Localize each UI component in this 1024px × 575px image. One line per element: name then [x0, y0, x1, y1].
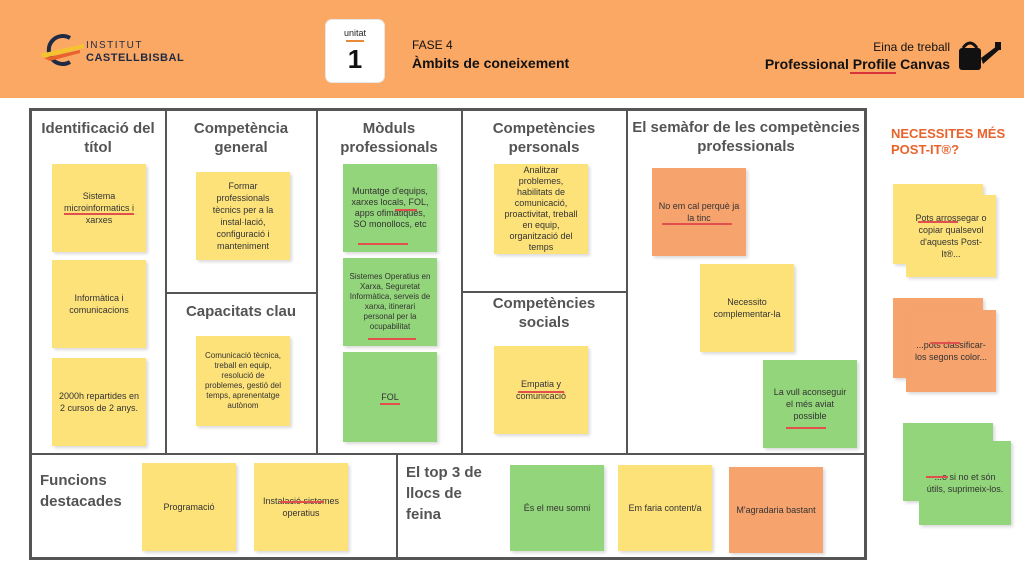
divider — [462, 291, 627, 293]
sticky-note[interactable]: FOL — [343, 352, 437, 442]
sticky-note-orange[interactable]: No em cal perquè ja la tinc — [652, 168, 746, 256]
spell-underline — [395, 209, 417, 211]
section-competencies-personals-title: Competències personals — [492, 120, 596, 156]
spell-underline — [850, 72, 896, 74]
sticky-note-green[interactable]: És el meu somni — [510, 465, 604, 551]
spell-underline — [786, 427, 826, 429]
divider — [32, 453, 864, 455]
section-identificacio-title: Identificació del títol — [41, 120, 155, 156]
spell-underline — [518, 391, 564, 393]
unit-label: unitat — [343, 28, 367, 38]
divider — [316, 111, 318, 454]
sticky-note[interactable]: Informàtica i comunicacions — [52, 260, 146, 348]
sticky-note-orange[interactable]: ...pots classificar-los segons color... — [906, 310, 996, 392]
section-capacitats-clau-title: Capacitats clau — [185, 303, 297, 320]
fase-label: FASE 4 — [412, 38, 453, 52]
divider — [166, 292, 317, 294]
spell-underline — [64, 213, 134, 215]
sticky-note-orange[interactable]: M'agradaria bastant — [729, 467, 823, 553]
page-title: Àmbits de coneixement — [412, 55, 570, 71]
sticky-note[interactable]: Empatia y comunicació — [494, 346, 588, 434]
sticky-note-green[interactable]: La vull aconseguir el més aviat possible — [763, 360, 857, 448]
divider — [626, 111, 628, 454]
sticky-note-yellow[interactable]: Pots arrossegar o copiar qualsevol d'aqu… — [906, 195, 996, 277]
spell-underline — [918, 221, 958, 223]
unit-box: unitat 1 — [326, 20, 384, 82]
unit-number: 1 — [347, 44, 363, 74]
sticky-note[interactable]: Muntatge d'equips, xarxes locals, FOL, a… — [343, 164, 437, 252]
spell-underline — [662, 223, 732, 225]
divider — [461, 111, 463, 454]
header-bar — [0, 0, 1024, 98]
logo-line2: CASTELLBISBAL — [86, 52, 185, 64]
sticky-note[interactable]: Sistema microinformatics i xarxes — [52, 164, 146, 252]
sticky-note-green[interactable]: ...o si no et són útils, suprimeix-los. — [919, 441, 1011, 525]
sticky-note[interactable]: Instalació sistemes operatius — [254, 463, 348, 551]
tool-name: Professional Profile Canvas — [764, 56, 950, 72]
tool-label: Eina de treball — [873, 40, 950, 54]
divider — [396, 454, 398, 558]
sticky-note-yellow[interactable]: Necessito complementar-la — [700, 264, 794, 352]
section-semafor-title: El semàfor de les competències professio… — [632, 119, 860, 155]
section-top3-title: El top 3 de llocs de feina — [406, 464, 482, 523]
spell-underline — [380, 403, 400, 405]
spell-underline — [358, 243, 408, 245]
sticky-note[interactable]: 2000h repartides en 2 cursos de 2 anys. — [52, 358, 146, 446]
section-competencies-socials-title: Competències socials — [492, 295, 596, 331]
institut-logo-icon — [40, 34, 84, 66]
sticky-note[interactable]: Analitzar problemes, habilitats de comun… — [494, 164, 588, 254]
sticky-note[interactable]: Programació — [142, 463, 236, 551]
section-funcions-title: Funcions destacades — [40, 472, 122, 510]
spell-underline — [280, 501, 324, 503]
spell-underline — [368, 338, 416, 340]
logo-line1: INSTITUT — [86, 40, 143, 51]
sticky-note[interactable]: Formar professionals tècnics per a la in… — [196, 172, 290, 260]
unit-underline — [346, 40, 364, 42]
section-moduls-title: Mòduls professionals — [340, 120, 438, 156]
watering-can-icon — [959, 41, 1001, 70]
sticky-note-yellow[interactable]: Em faria content/a — [618, 465, 712, 551]
sticky-note[interactable]: Sistemes Operatius en Xarxa, Seguretat I… — [343, 258, 437, 346]
side-title: NECESSITES MÉS POST-IT®? — [891, 126, 1006, 157]
divider — [165, 111, 167, 454]
spell-underline — [930, 342, 960, 344]
section-competencia-general-title: Competència general — [193, 120, 289, 156]
sticky-note[interactable]: Comunicació tècnica, treball en equip, r… — [196, 336, 290, 426]
spell-underline — [926, 476, 948, 478]
